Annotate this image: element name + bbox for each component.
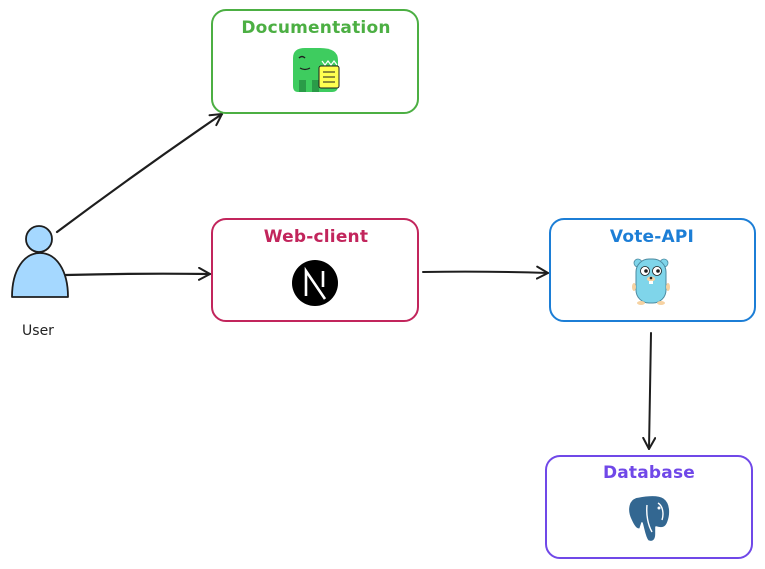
node-database: Database [545,455,753,559]
edges [55,112,657,450]
vote-api-title: Vote-API [610,227,694,247]
user-actor: User [11,225,69,339]
database-title: Database [603,463,695,483]
edge-user-to-web-client [64,266,212,281]
docusaurus-dinosaur-icon [293,48,340,92]
node-vote-api: Vote-API [549,218,756,322]
nextjs-icon [292,260,338,306]
go-gopher-icon [632,258,670,305]
web-client-title: Web-client [264,227,368,247]
user-label: User [22,323,54,339]
postgresql-elephant-icon [627,494,671,543]
edge-web-client-to-vote-api [422,265,549,280]
documentation-title: Documentation [241,18,390,38]
node-web-client: Web-client [211,218,419,322]
edge-user-to-documentation [55,112,224,234]
node-documentation: Documentation [211,9,419,114]
user-icon [11,225,69,298]
edge-vote-api-to-database [642,332,657,450]
